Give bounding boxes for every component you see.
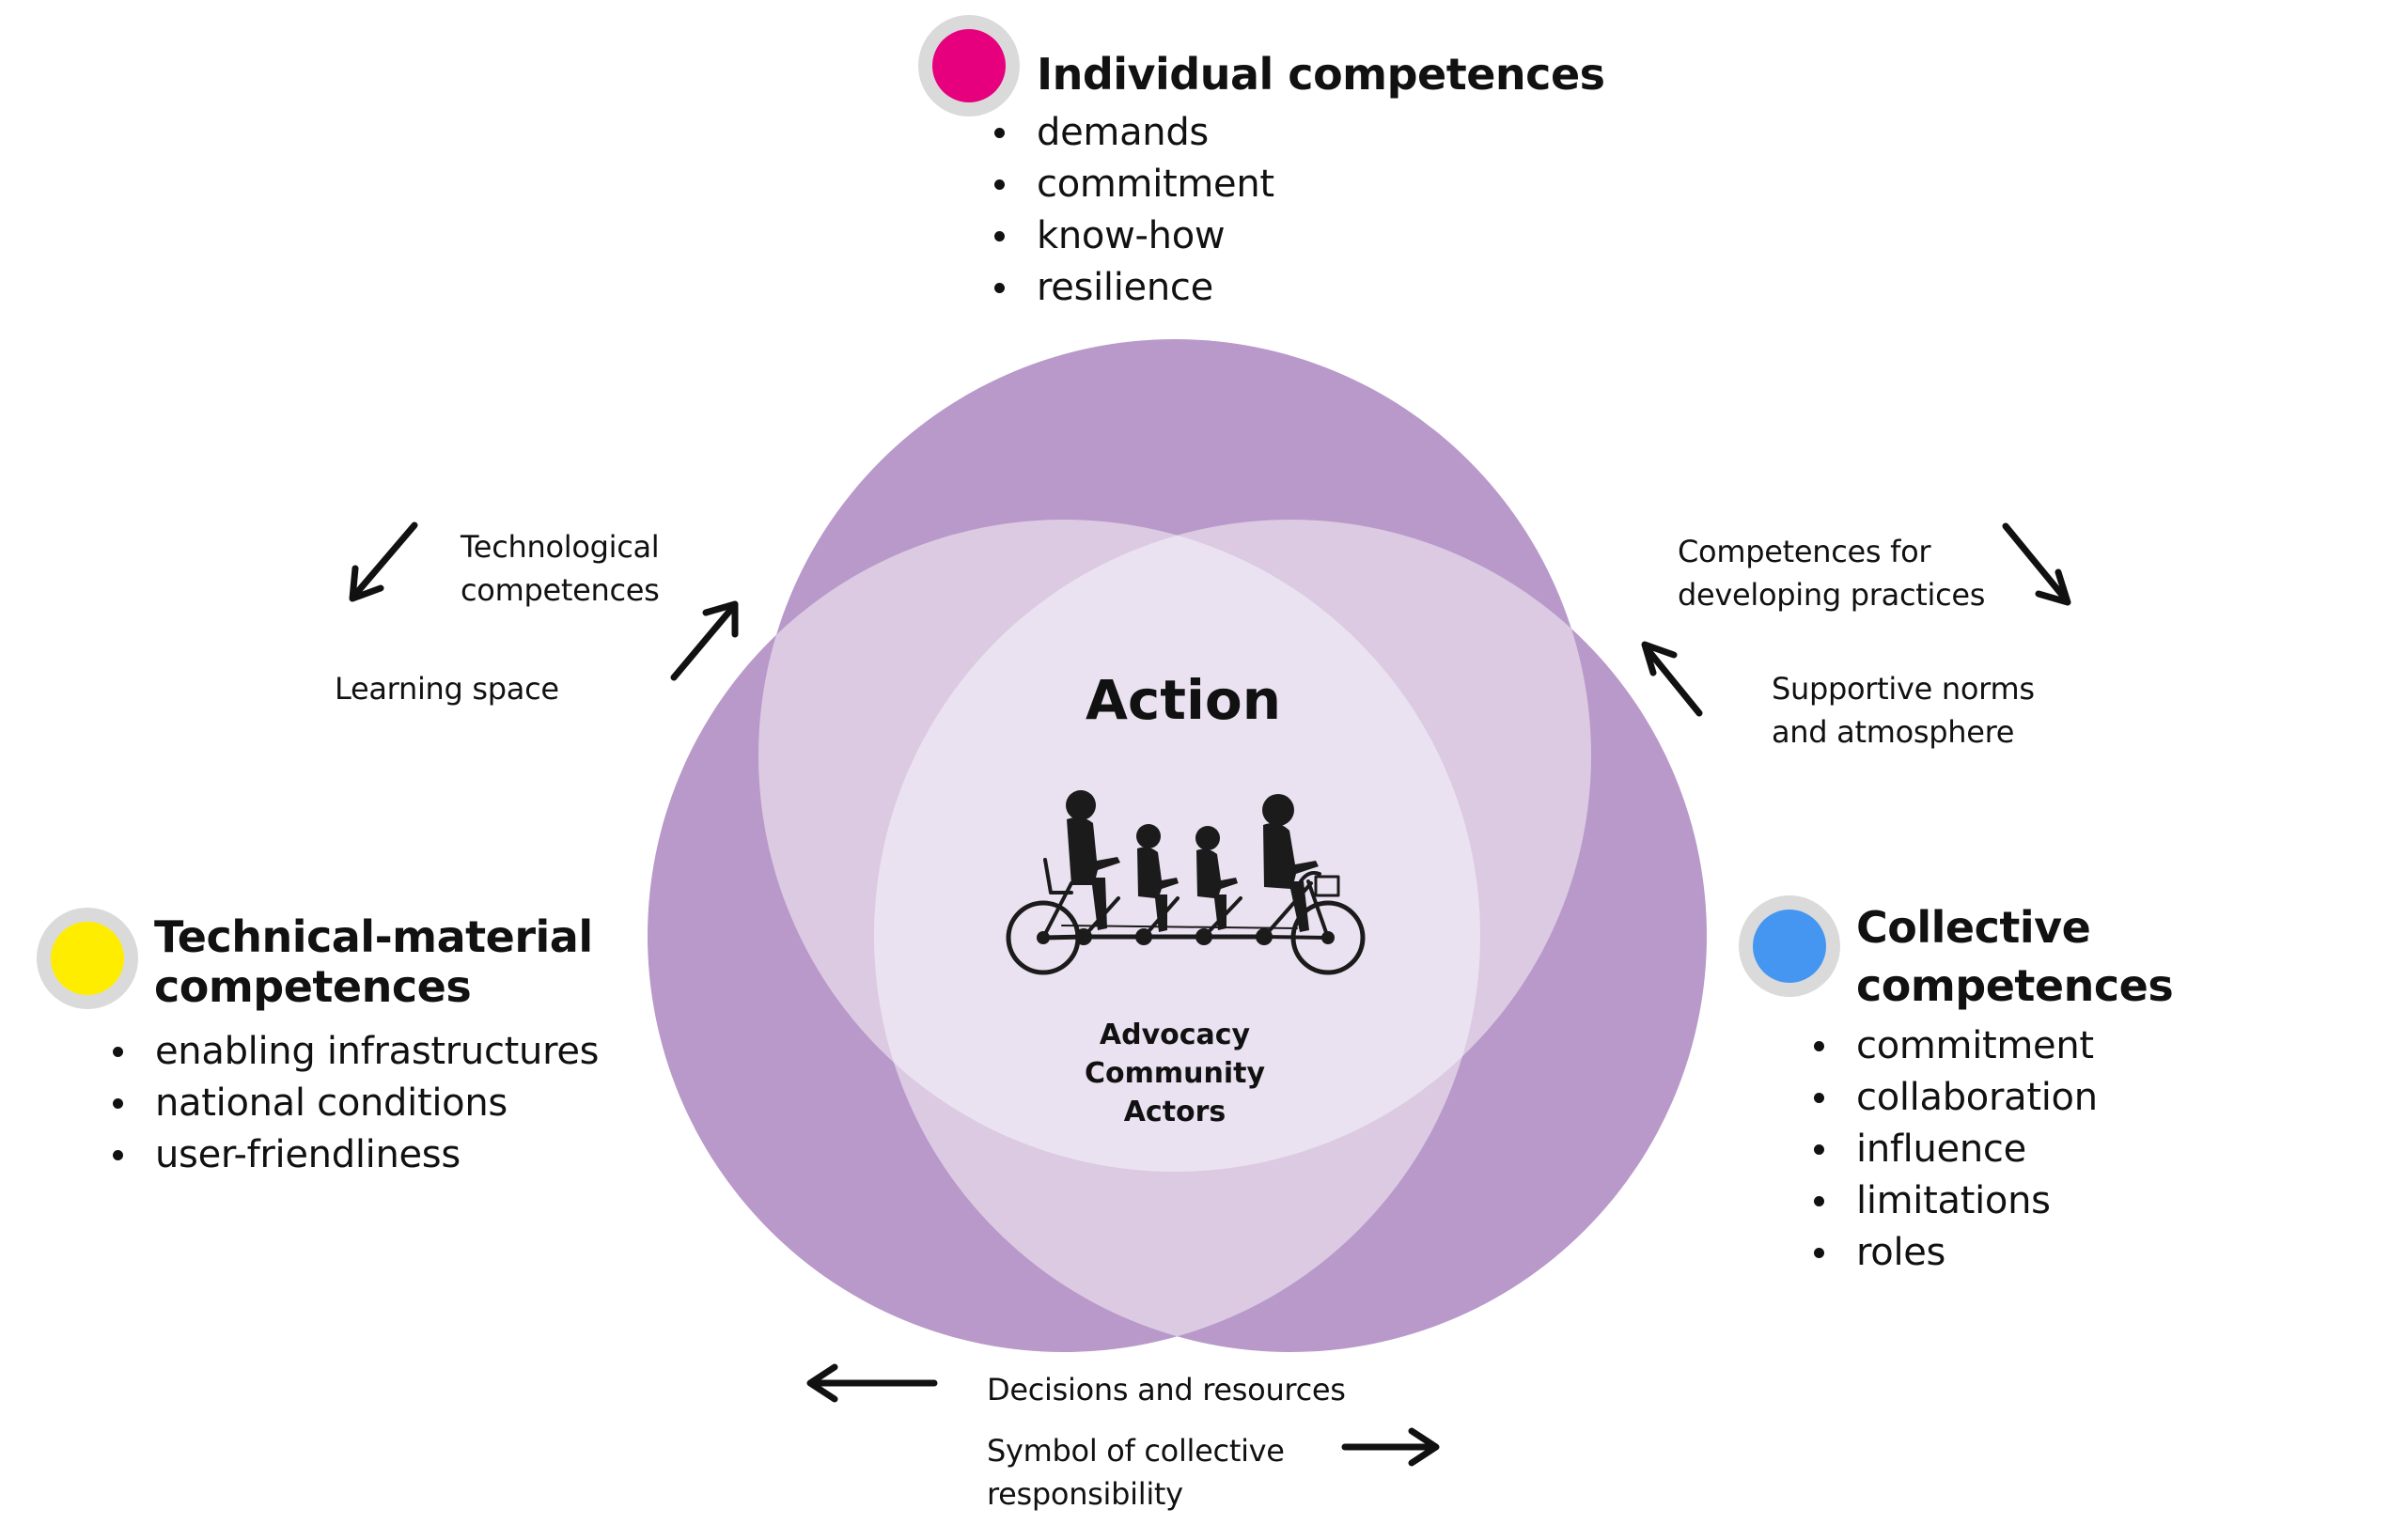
list-item: demands bbox=[994, 107, 1274, 159]
arrow-right-icon bbox=[1341, 1427, 1440, 1467]
individual-indicator bbox=[918, 15, 1020, 117]
arrow-down-right-icon bbox=[2002, 522, 2071, 606]
list-item: user-friendliness bbox=[113, 1129, 599, 1181]
bullet-icon bbox=[1814, 1093, 1824, 1103]
technical-title-line2: competences bbox=[154, 961, 472, 1012]
list-item: know-how bbox=[994, 210, 1274, 262]
bullet-icon bbox=[1814, 1144, 1824, 1155]
list-item-label: roles bbox=[1856, 1231, 1946, 1274]
collective-indicator bbox=[1739, 895, 1840, 997]
list-item: resilience bbox=[994, 262, 1274, 314]
list-item-label: commitment bbox=[1856, 1024, 2094, 1067]
bullet-icon bbox=[994, 128, 1005, 138]
list-item-label: know-how bbox=[1037, 214, 1226, 257]
collective-dot-icon bbox=[1753, 910, 1826, 983]
bullet-icon bbox=[994, 231, 1005, 241]
tandem-bicycle-family-icon bbox=[1006, 790, 1366, 975]
technical-indicator bbox=[37, 908, 138, 1009]
list-item: commitment bbox=[994, 159, 1274, 210]
list-item-label: influence bbox=[1856, 1128, 2026, 1171]
bullet-icon bbox=[113, 1150, 123, 1160]
list-item-label: enabling infrastructures bbox=[155, 1030, 600, 1073]
annotation-technological: Technological competences bbox=[461, 525, 660, 612]
list-item: national conditions bbox=[113, 1078, 599, 1129]
technical-title-line1: Technical-material bbox=[154, 911, 593, 962]
technical-list: enabling infrastructures national conditi… bbox=[113, 1026, 600, 1181]
arrow-down-left-icon bbox=[349, 521, 418, 602]
venn-circles bbox=[648, 339, 1707, 1352]
arrow-up-right-icon bbox=[670, 600, 739, 681]
annotation-symbol-line1: Symbol of collective bbox=[987, 1433, 1285, 1469]
bullet-icon bbox=[1814, 1248, 1824, 1258]
bullet-icon bbox=[1814, 1196, 1824, 1206]
arrow-left-icon bbox=[806, 1363, 938, 1403]
list-item-label: resilience bbox=[1037, 266, 1213, 309]
bullet-icon bbox=[994, 179, 1005, 190]
center-subtitle: Advocacy Community Actors bbox=[1062, 1016, 1288, 1131]
collective-title-line2: competences bbox=[1856, 960, 2174, 1011]
annotation-decisions: Decisions and resources bbox=[987, 1372, 1346, 1408]
annotation-practices-line2: developing practices bbox=[1678, 577, 1986, 613]
annotation-learning-space: Learning space bbox=[335, 671, 559, 707]
center-line-advocacy: Advocacy bbox=[1099, 1019, 1251, 1051]
arrow-up-left-icon bbox=[1641, 641, 1703, 717]
list-item-label: user-friendliness bbox=[155, 1133, 461, 1176]
list-item-label: collaboration bbox=[1856, 1076, 2098, 1119]
annotation-technological-line1: Technological bbox=[461, 529, 660, 565]
center-title: Action bbox=[1086, 668, 1282, 732]
center-line-actors: Actors bbox=[1123, 1096, 1226, 1128]
list-item-label: national conditions bbox=[155, 1081, 508, 1125]
annotation-developing-practices: Competences for developing practices bbox=[1678, 530, 1985, 616]
individual-list: demands commitment know-how resilience bbox=[994, 107, 1274, 314]
annotation-practices-line1: Competences for bbox=[1678, 534, 1931, 569]
collective-title-line1: Collective bbox=[1856, 902, 2091, 953]
list-item: collaboration bbox=[1814, 1072, 2098, 1124]
annotation-symbol: Symbol of collective responsibility bbox=[987, 1429, 1285, 1516]
individual-title: Individual competences bbox=[1037, 49, 1605, 100]
annotation-norms-line1: Supportive norms bbox=[1772, 671, 2035, 707]
list-item: limitations bbox=[1814, 1175, 2098, 1227]
technical-dot-icon bbox=[51, 922, 124, 995]
bullet-icon bbox=[1814, 1041, 1824, 1051]
bullet-icon bbox=[113, 1098, 123, 1109]
list-item-label: limitations bbox=[1856, 1179, 2051, 1222]
annotation-supportive-norms: Supportive norms and atmosphere bbox=[1772, 667, 2035, 754]
list-item: commitment bbox=[1814, 1020, 2098, 1072]
bullet-icon bbox=[994, 283, 1005, 293]
annotation-norms-line2: and atmosphere bbox=[1772, 714, 2015, 750]
bullet-icon bbox=[113, 1047, 123, 1057]
arrows bbox=[349, 521, 2071, 1467]
annotation-technological-line2: competences bbox=[461, 572, 660, 608]
list-item: roles bbox=[1814, 1227, 2098, 1279]
list-item-label: commitment bbox=[1037, 163, 1274, 206]
individual-dot-icon bbox=[932, 29, 1006, 102]
list-item-label: demands bbox=[1037, 111, 1209, 154]
center-line-community: Community bbox=[1084, 1057, 1266, 1090]
collective-list: commitment collaboration influence limitati… bbox=[1814, 1020, 2098, 1279]
annotation-symbol-line2: responsibility bbox=[987, 1476, 1183, 1512]
list-item: influence bbox=[1814, 1124, 2098, 1175]
list-item: enabling infrastructures bbox=[113, 1026, 600, 1078]
